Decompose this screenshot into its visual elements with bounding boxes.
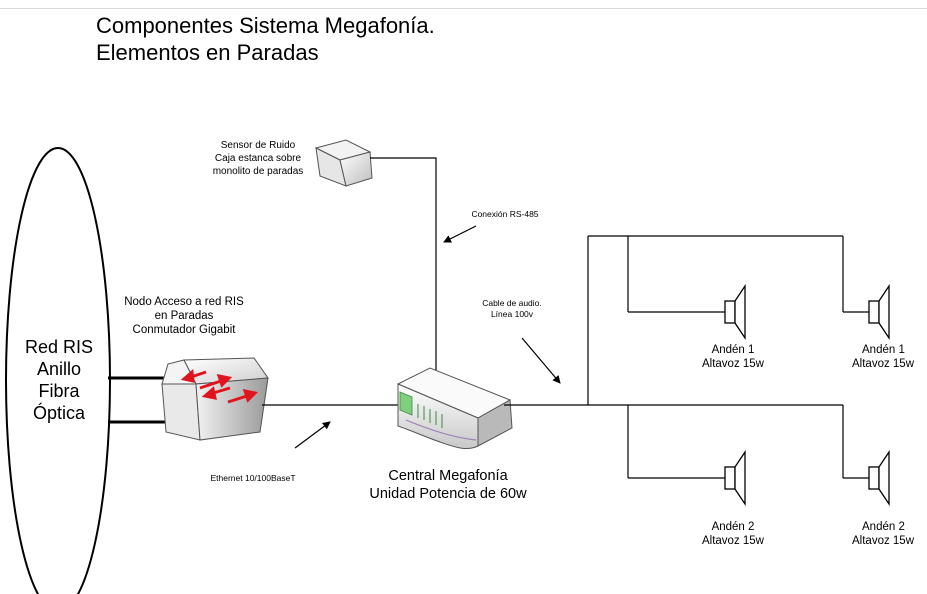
ethernet-arrow xyxy=(294,421,331,449)
speaker-icon xyxy=(724,283,746,341)
speaker-power: Altavoz 15w xyxy=(852,535,915,547)
nodo-line: en Paradas xyxy=(154,310,214,322)
switch-icon xyxy=(161,357,269,441)
speaker-label: Andén 1 Altavoz 15w xyxy=(852,343,927,371)
speaker-wiring xyxy=(587,235,869,479)
audio-cable-line: Cable de audio. xyxy=(482,298,542,308)
red-ris-line: Óptica xyxy=(32,403,86,423)
speaker-platform: Andén 2 xyxy=(862,521,905,533)
central-megafonia-icon xyxy=(396,367,513,449)
speaker-platform: Andén 1 xyxy=(862,344,905,356)
speaker-label: Andén 1 Altavoz 15w xyxy=(688,343,778,371)
central-label: Central Megafonía Unidad Potencia de 60w xyxy=(348,467,548,503)
nodo-label: Nodo Acceso a red RIS en Paradas Conmuta… xyxy=(108,295,260,337)
red-ris-ring xyxy=(5,147,111,594)
diagram-title-line1: Componentes Sistema Megafonía. xyxy=(96,13,435,38)
red-ris-line: Red RIS xyxy=(24,337,94,357)
central-line: Unidad Potencia de 60w xyxy=(369,486,527,502)
audio-arrow xyxy=(521,337,561,384)
red-ris-line: Anillo xyxy=(36,359,82,379)
sensor-line: Caja estanca sobre xyxy=(214,153,302,164)
rs485-label: Conexión RS-485 xyxy=(471,209,539,219)
speaker-label: Andén 2 Altavoz 15w xyxy=(688,520,778,548)
ethernet-label: Ethernet 10/100BaseT xyxy=(210,473,296,483)
speaker-label: Andén 2 Altavoz 15w xyxy=(852,520,927,548)
sensor-label: Sensor de Ruido Caja estanca sobre monol… xyxy=(198,139,318,178)
diagram-title-line2: Elementos en Paradas xyxy=(96,40,319,65)
speaker-power: Altavoz 15w xyxy=(852,358,915,370)
nodo-line: Conmutador Gigabit xyxy=(132,324,236,336)
red-ris-label: Red RIS Anillo Fibra Óptica xyxy=(18,336,100,424)
speaker-icon xyxy=(868,449,890,507)
red-ris-line: Fibra xyxy=(38,381,80,401)
sensor-line: Sensor de Ruido xyxy=(220,140,296,151)
speaker-platform: Andén 1 xyxy=(711,344,755,356)
rs485-arrow xyxy=(443,225,477,243)
audio-cable-label: Cable de audio. Línea 100v xyxy=(460,298,564,320)
audio-cable-line: Línea 100v xyxy=(490,309,534,319)
noise-sensor-box-icon xyxy=(314,139,373,187)
speaker-platform: Andén 2 xyxy=(711,521,755,533)
sensor-line: monolito de paradas xyxy=(212,166,304,177)
speaker-power: Altavoz 15w xyxy=(701,358,764,370)
central-line: Central Megafonía xyxy=(388,468,508,484)
nodo-line: Nodo Acceso a red RIS xyxy=(124,296,244,308)
speaker-icon xyxy=(724,449,746,507)
speaker-icon xyxy=(868,283,890,341)
rs485-line xyxy=(370,157,437,375)
speaker-power: Altavoz 15w xyxy=(701,535,764,547)
